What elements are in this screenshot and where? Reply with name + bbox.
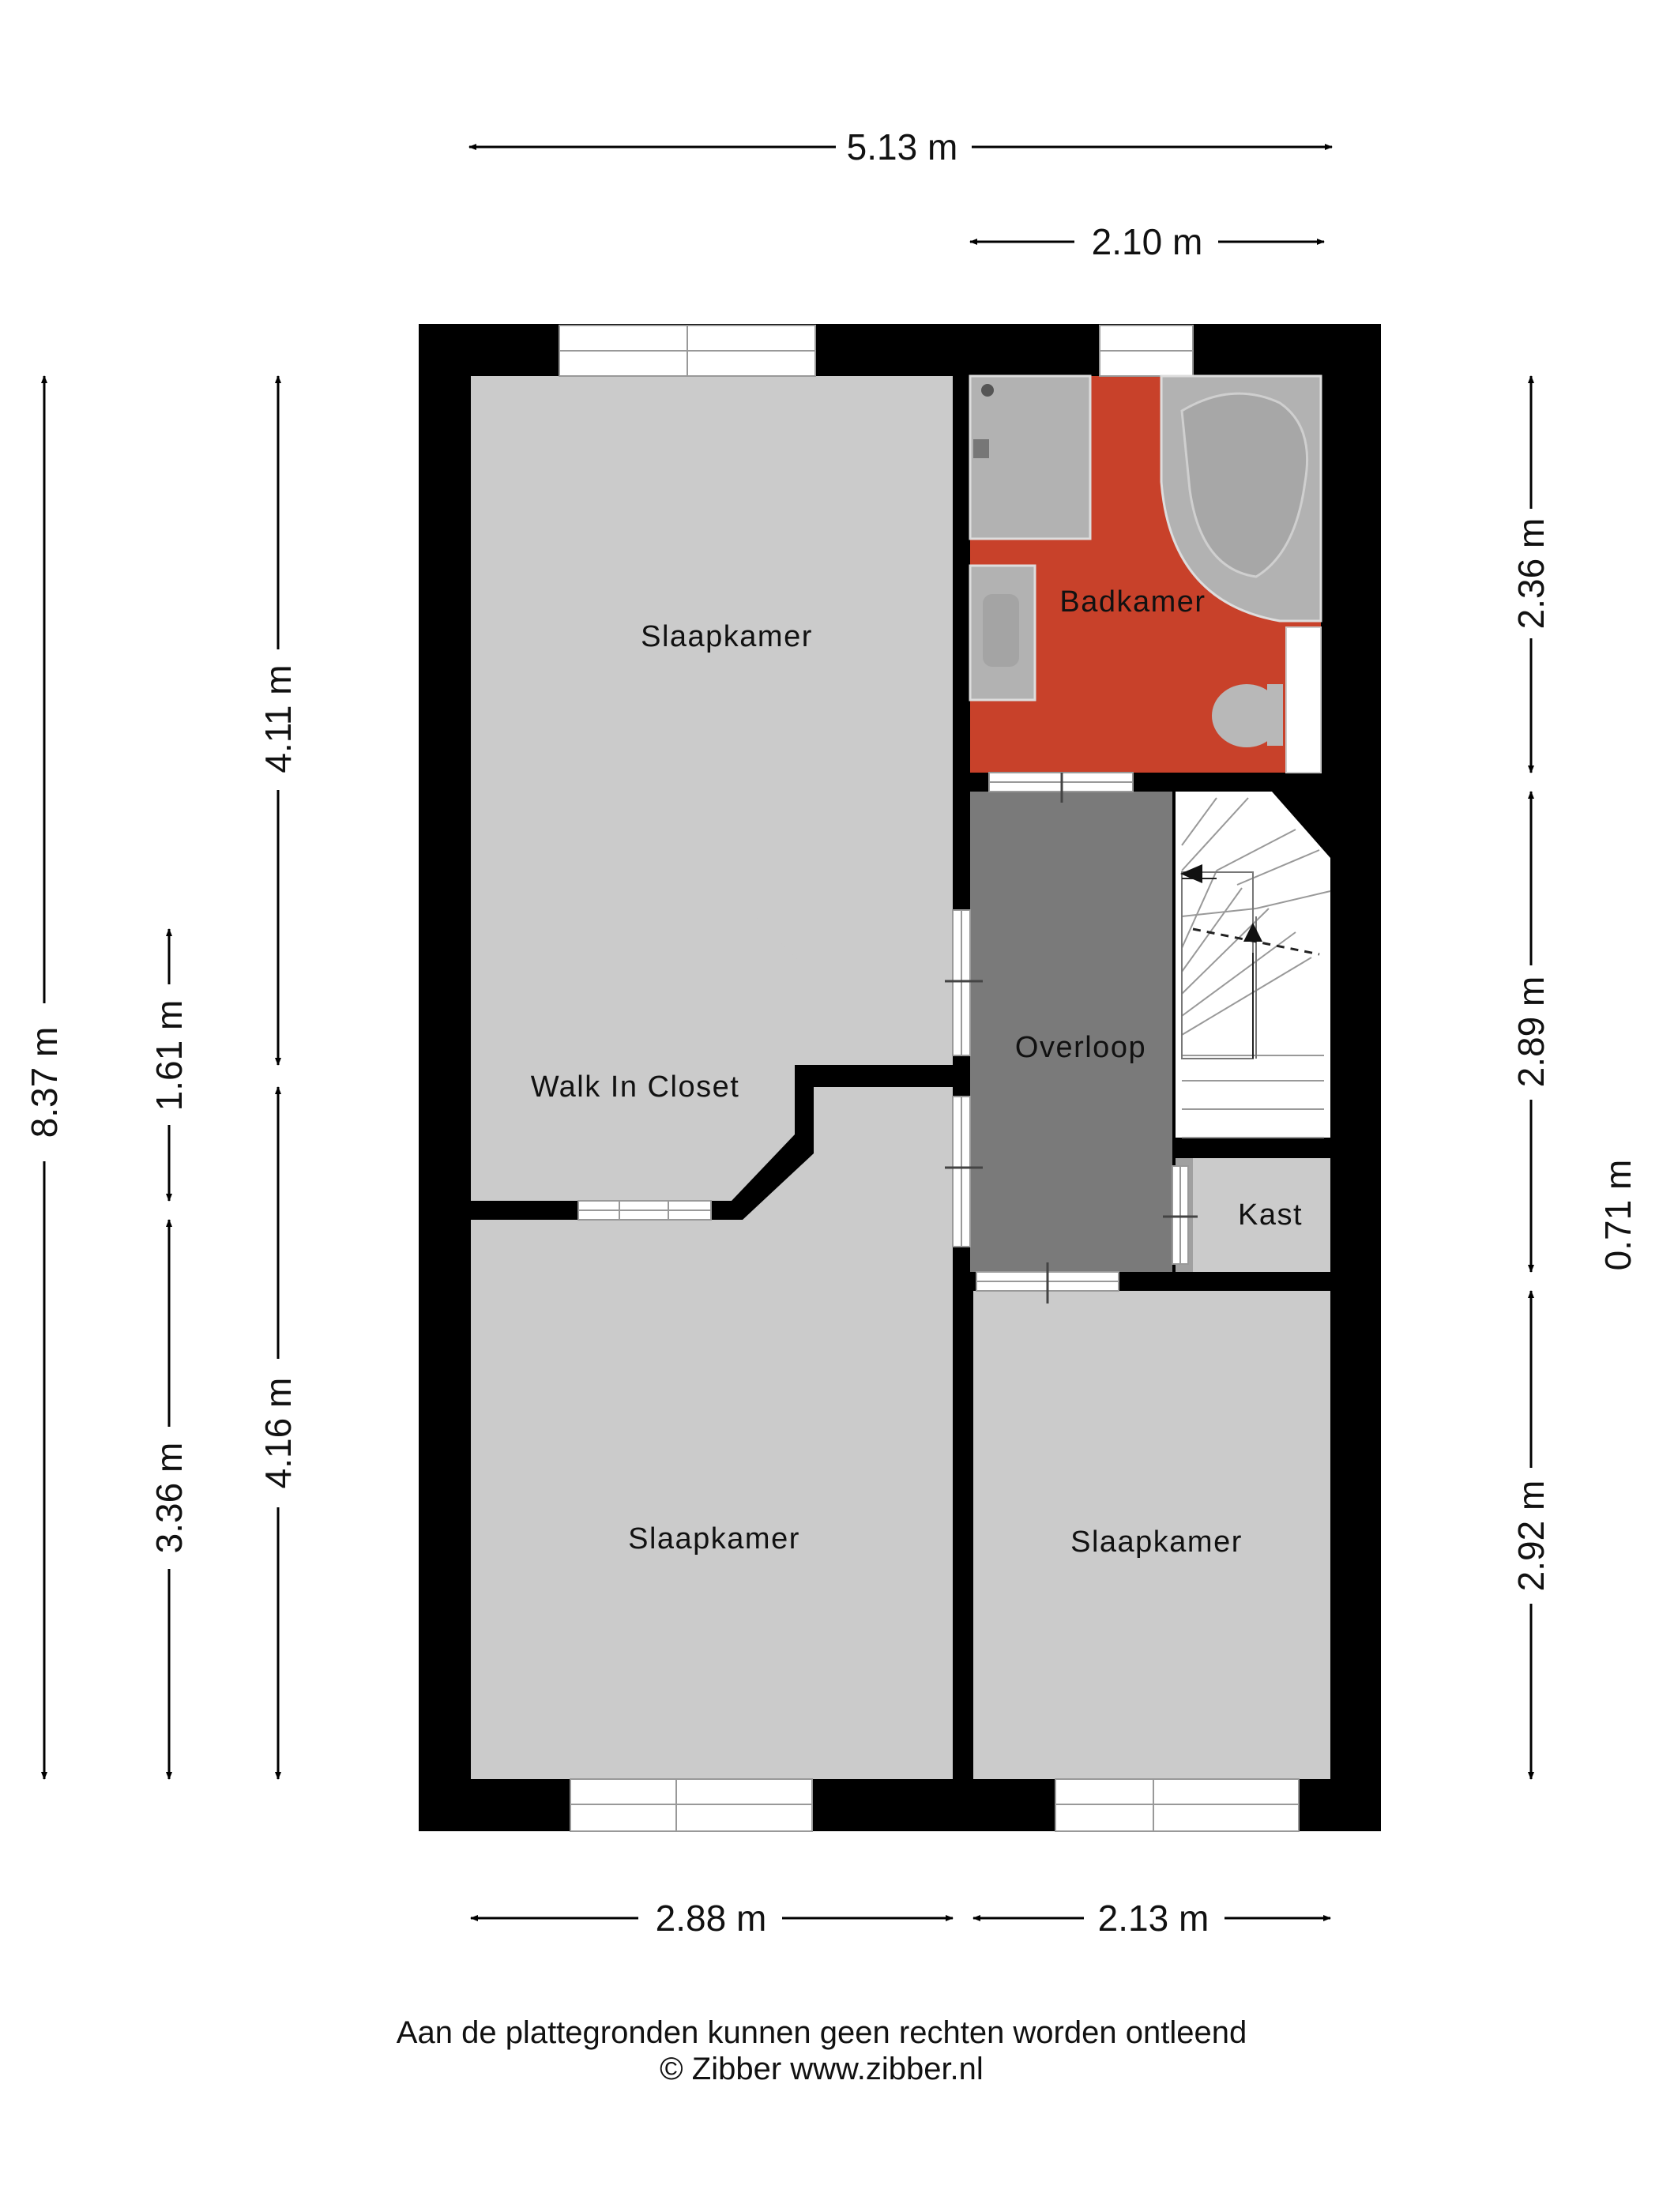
door-bedroom-top — [945, 909, 983, 1056]
dim-top-total: 5.13 m — [847, 126, 958, 167]
stair-arrow-up — [1243, 923, 1262, 942]
floor-storage — [1193, 1158, 1330, 1272]
dim-bottom-right: 2.13 m — [1098, 1898, 1209, 1939]
room-label-bedroom-bottom-right: Slaapkamer — [1070, 1525, 1243, 1559]
window-top-right — [1099, 325, 1194, 377]
windows — [559, 325, 1300, 1832]
window-bottom-left — [570, 1778, 813, 1832]
floor-bedroom-bottom-right — [973, 1291, 1330, 1779]
room-label-landing: Overloop — [1015, 1031, 1146, 1064]
toilet-wall — [1285, 626, 1322, 773]
dim-left-bottom: 3.36 m — [149, 1443, 190, 1554]
sink-basin — [983, 594, 1019, 667]
door-bedroom-bottom-left — [945, 1096, 983, 1247]
footer-copyright: © Zibber www.zibber.nl — [660, 2052, 984, 2086]
door-bedroom-bottom-right — [976, 1262, 1119, 1304]
room-label-bedroom-bottom-left: Slaapkamer — [628, 1522, 800, 1556]
toilet-bowl — [1212, 684, 1281, 747]
stair-arrow-left — [1180, 864, 1202, 883]
dim-left-upper: 4.11 m — [258, 664, 299, 773]
dim-bottom-left: 2.88 m — [656, 1898, 767, 1939]
dim-right-bath: 2.36 m — [1510, 518, 1552, 630]
dim-right-landing: 2.89 m — [1510, 976, 1552, 1088]
dim-left-total: 8.37 m — [24, 1027, 65, 1138]
shower-tap-icon — [973, 439, 989, 458]
window-bottom-right — [1055, 1778, 1300, 1832]
doors — [577, 772, 1198, 1304]
window-top-left — [559, 325, 816, 377]
floor-bedroom-top-lower — [732, 916, 953, 1065]
room-label-bathroom: Badkamer — [1059, 585, 1206, 619]
floor-landing — [970, 792, 1172, 1272]
room-label-walk-in-closet: Walk In Closet — [531, 1070, 740, 1104]
floor-bedroom-bottom-left — [471, 1087, 953, 1779]
dimension-labels: 5.13 m 2.10 m 8.37 m 4.11 m 4.16 m 1.61 … — [24, 126, 1638, 1939]
dim-right-bottom: 2.92 m — [1510, 1480, 1552, 1592]
dim-left-lower: 4.16 m — [258, 1378, 299, 1489]
dim-right-gap: 0.71 m — [1597, 1160, 1638, 1271]
shower-tray — [969, 374, 1092, 540]
door-walk-in-closet — [577, 1200, 712, 1221]
dim-left-closet: 1.61 m — [149, 1000, 190, 1112]
floor-walk-in-closet — [471, 929, 795, 1201]
footer-disclaimer: Aan de plattegronden kunnen geen rechten… — [397, 2015, 1247, 2050]
shower-drain-icon — [981, 384, 994, 397]
bathroom-fixtures — [969, 374, 1322, 773]
room-label-bedroom-top: Slaapkamer — [641, 620, 813, 653]
door-storage — [1163, 1165, 1198, 1265]
footer: Aan de plattegronden kunnen geen rechten… — [397, 2015, 1247, 2086]
room-label-storage: Kast — [1238, 1198, 1303, 1232]
door-bathroom — [988, 772, 1134, 803]
dim-top-right: 2.10 m — [1092, 221, 1203, 262]
bath-basin — [1180, 392, 1309, 578]
dimension-lines — [41, 144, 1534, 1921]
room-labels: Slaapkamer Badkamer Walk In Closet Overl… — [531, 585, 1303, 1559]
